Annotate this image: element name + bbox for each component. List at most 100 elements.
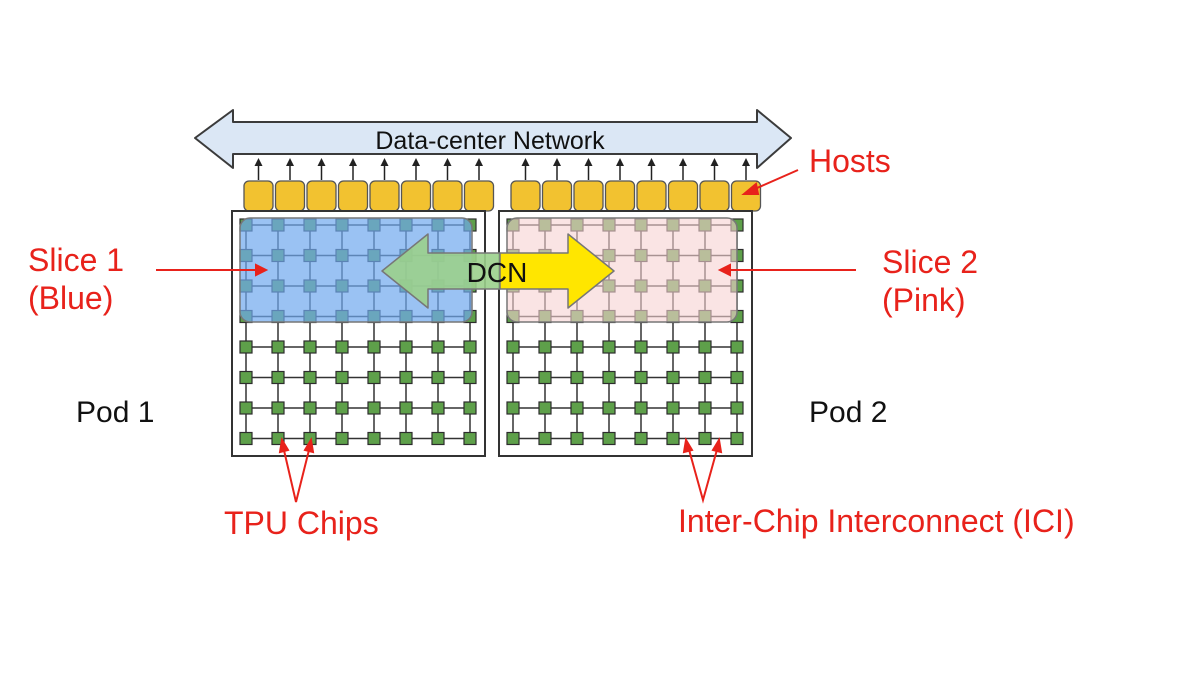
host-icon — [667, 180, 699, 212]
host-icon — [369, 180, 400, 212]
host-icon — [573, 180, 604, 212]
tpu-chip — [399, 340, 413, 354]
host-icon — [699, 180, 730, 212]
ici-pointer-head-left — [682, 437, 694, 454]
tpu-chips-label: TPU Chips — [224, 505, 379, 541]
tpu-chip — [730, 431, 744, 446]
tpu-chip — [666, 370, 680, 385]
dcn-label: DCN — [467, 257, 528, 288]
tpu-chip — [698, 370, 712, 385]
tpu-chip — [634, 340, 648, 354]
tpu-chip — [730, 340, 744, 354]
slice-2-label: Slice 2 (Pink) — [882, 243, 978, 320]
ici-label: Inter-Chip Interconnect (ICI) — [678, 503, 1075, 539]
slice-1-label: Slice 1 (Blue) — [28, 241, 124, 318]
tpu-chip — [239, 431, 253, 446]
tpu-chip — [239, 340, 253, 354]
tpu-chip — [506, 431, 520, 446]
tpu-chip — [634, 431, 648, 446]
tpu-chip — [602, 340, 616, 354]
pod-2-label: Pod 2 — [809, 396, 888, 429]
tpu-chip — [431, 401, 445, 415]
host-icon — [306, 180, 337, 212]
hosts-label: Hosts — [809, 143, 891, 179]
host-uplinks — [254, 158, 750, 180]
tpu-chip — [570, 401, 584, 415]
uplink-arrow-head — [443, 158, 452, 166]
tpu-chip — [335, 370, 349, 385]
pod-1-label: Pod 1 — [76, 396, 155, 429]
tpu-chip — [271, 340, 285, 354]
ici-pointer — [687, 445, 719, 504]
tpu-chip — [367, 431, 381, 446]
tpu-chips-pointer — [282, 445, 311, 503]
host-icon — [604, 180, 636, 212]
tpu-chip — [666, 401, 680, 415]
tpu-chip — [634, 401, 648, 415]
uplink-arrow-head — [380, 158, 389, 166]
uplink-arrow-head — [679, 158, 687, 166]
tpu-chip — [271, 401, 285, 415]
uplink-arrow-head — [286, 158, 294, 166]
tpu-chip — [239, 370, 253, 385]
tpu-chip — [335, 401, 349, 415]
tpu-chip — [538, 340, 552, 354]
host-icon — [541, 180, 573, 212]
host-icon — [636, 180, 667, 212]
tpu-chip — [271, 370, 285, 385]
tpu-chip — [730, 370, 744, 385]
datacenter-network-label: Data-center Network — [375, 127, 605, 155]
slice-1-label-line1: Slice 1 — [28, 242, 125, 278]
tpu-chip — [303, 370, 317, 385]
tpu-chip — [463, 431, 477, 446]
host-icon — [463, 180, 495, 212]
uplink-arrow-head — [349, 158, 357, 166]
tpu-chip — [506, 401, 520, 415]
tpu-chips-pointer-head-right — [303, 437, 315, 454]
tpu-chip — [538, 370, 552, 385]
tpu-chip — [399, 370, 413, 385]
tpu-chip — [634, 370, 648, 385]
tpu-chip — [239, 401, 253, 415]
host-icon — [400, 180, 432, 212]
uplink-arrow-head — [254, 158, 263, 166]
uplink-arrow-head — [584, 158, 593, 166]
tpu-chip — [463, 370, 477, 385]
tpu-chip — [506, 370, 520, 385]
uplink-arrow-head — [521, 158, 530, 166]
tpu-chip — [730, 401, 744, 415]
tpu-chip — [367, 370, 381, 385]
host-icon — [432, 180, 463, 212]
uplink-arrow-head — [553, 158, 561, 166]
tpu-chip — [666, 431, 680, 446]
tpu-chip — [335, 431, 349, 446]
tpu-chip — [431, 431, 445, 446]
uplink-arrow-head — [317, 158, 326, 166]
tpu-chips-pointer-head-left — [278, 437, 290, 454]
host-icon — [274, 180, 306, 212]
slice-2-label-line1: Slice 2 — [882, 244, 979, 280]
uplink-arrow-head — [475, 158, 483, 166]
tpu-chip — [463, 401, 477, 415]
ici-pointer-head-right — [711, 437, 723, 454]
slice-1-label-line2: (Blue) — [28, 280, 114, 317]
tpu-chip — [399, 401, 413, 415]
slice-1-pointer-head — [255, 263, 269, 277]
uplink-arrow-head — [647, 158, 656, 166]
tpu-chip — [303, 401, 317, 415]
tpu-chip — [698, 431, 712, 446]
tpu-chip — [602, 431, 616, 446]
host-icon — [510, 180, 541, 212]
tpu-chip — [367, 340, 381, 354]
uplink-arrow-head — [412, 158, 420, 166]
uplink-arrow-head — [742, 158, 750, 166]
tpu-chip — [367, 401, 381, 415]
tpu-chip — [431, 340, 445, 354]
uplink-arrow-head — [710, 158, 719, 166]
tpu-chip — [602, 370, 616, 385]
dcn-arrow-right-half — [499, 233, 615, 309]
tpu-chip — [399, 431, 413, 446]
tpu-chip — [538, 401, 552, 415]
uplink-arrow-head — [616, 158, 624, 166]
